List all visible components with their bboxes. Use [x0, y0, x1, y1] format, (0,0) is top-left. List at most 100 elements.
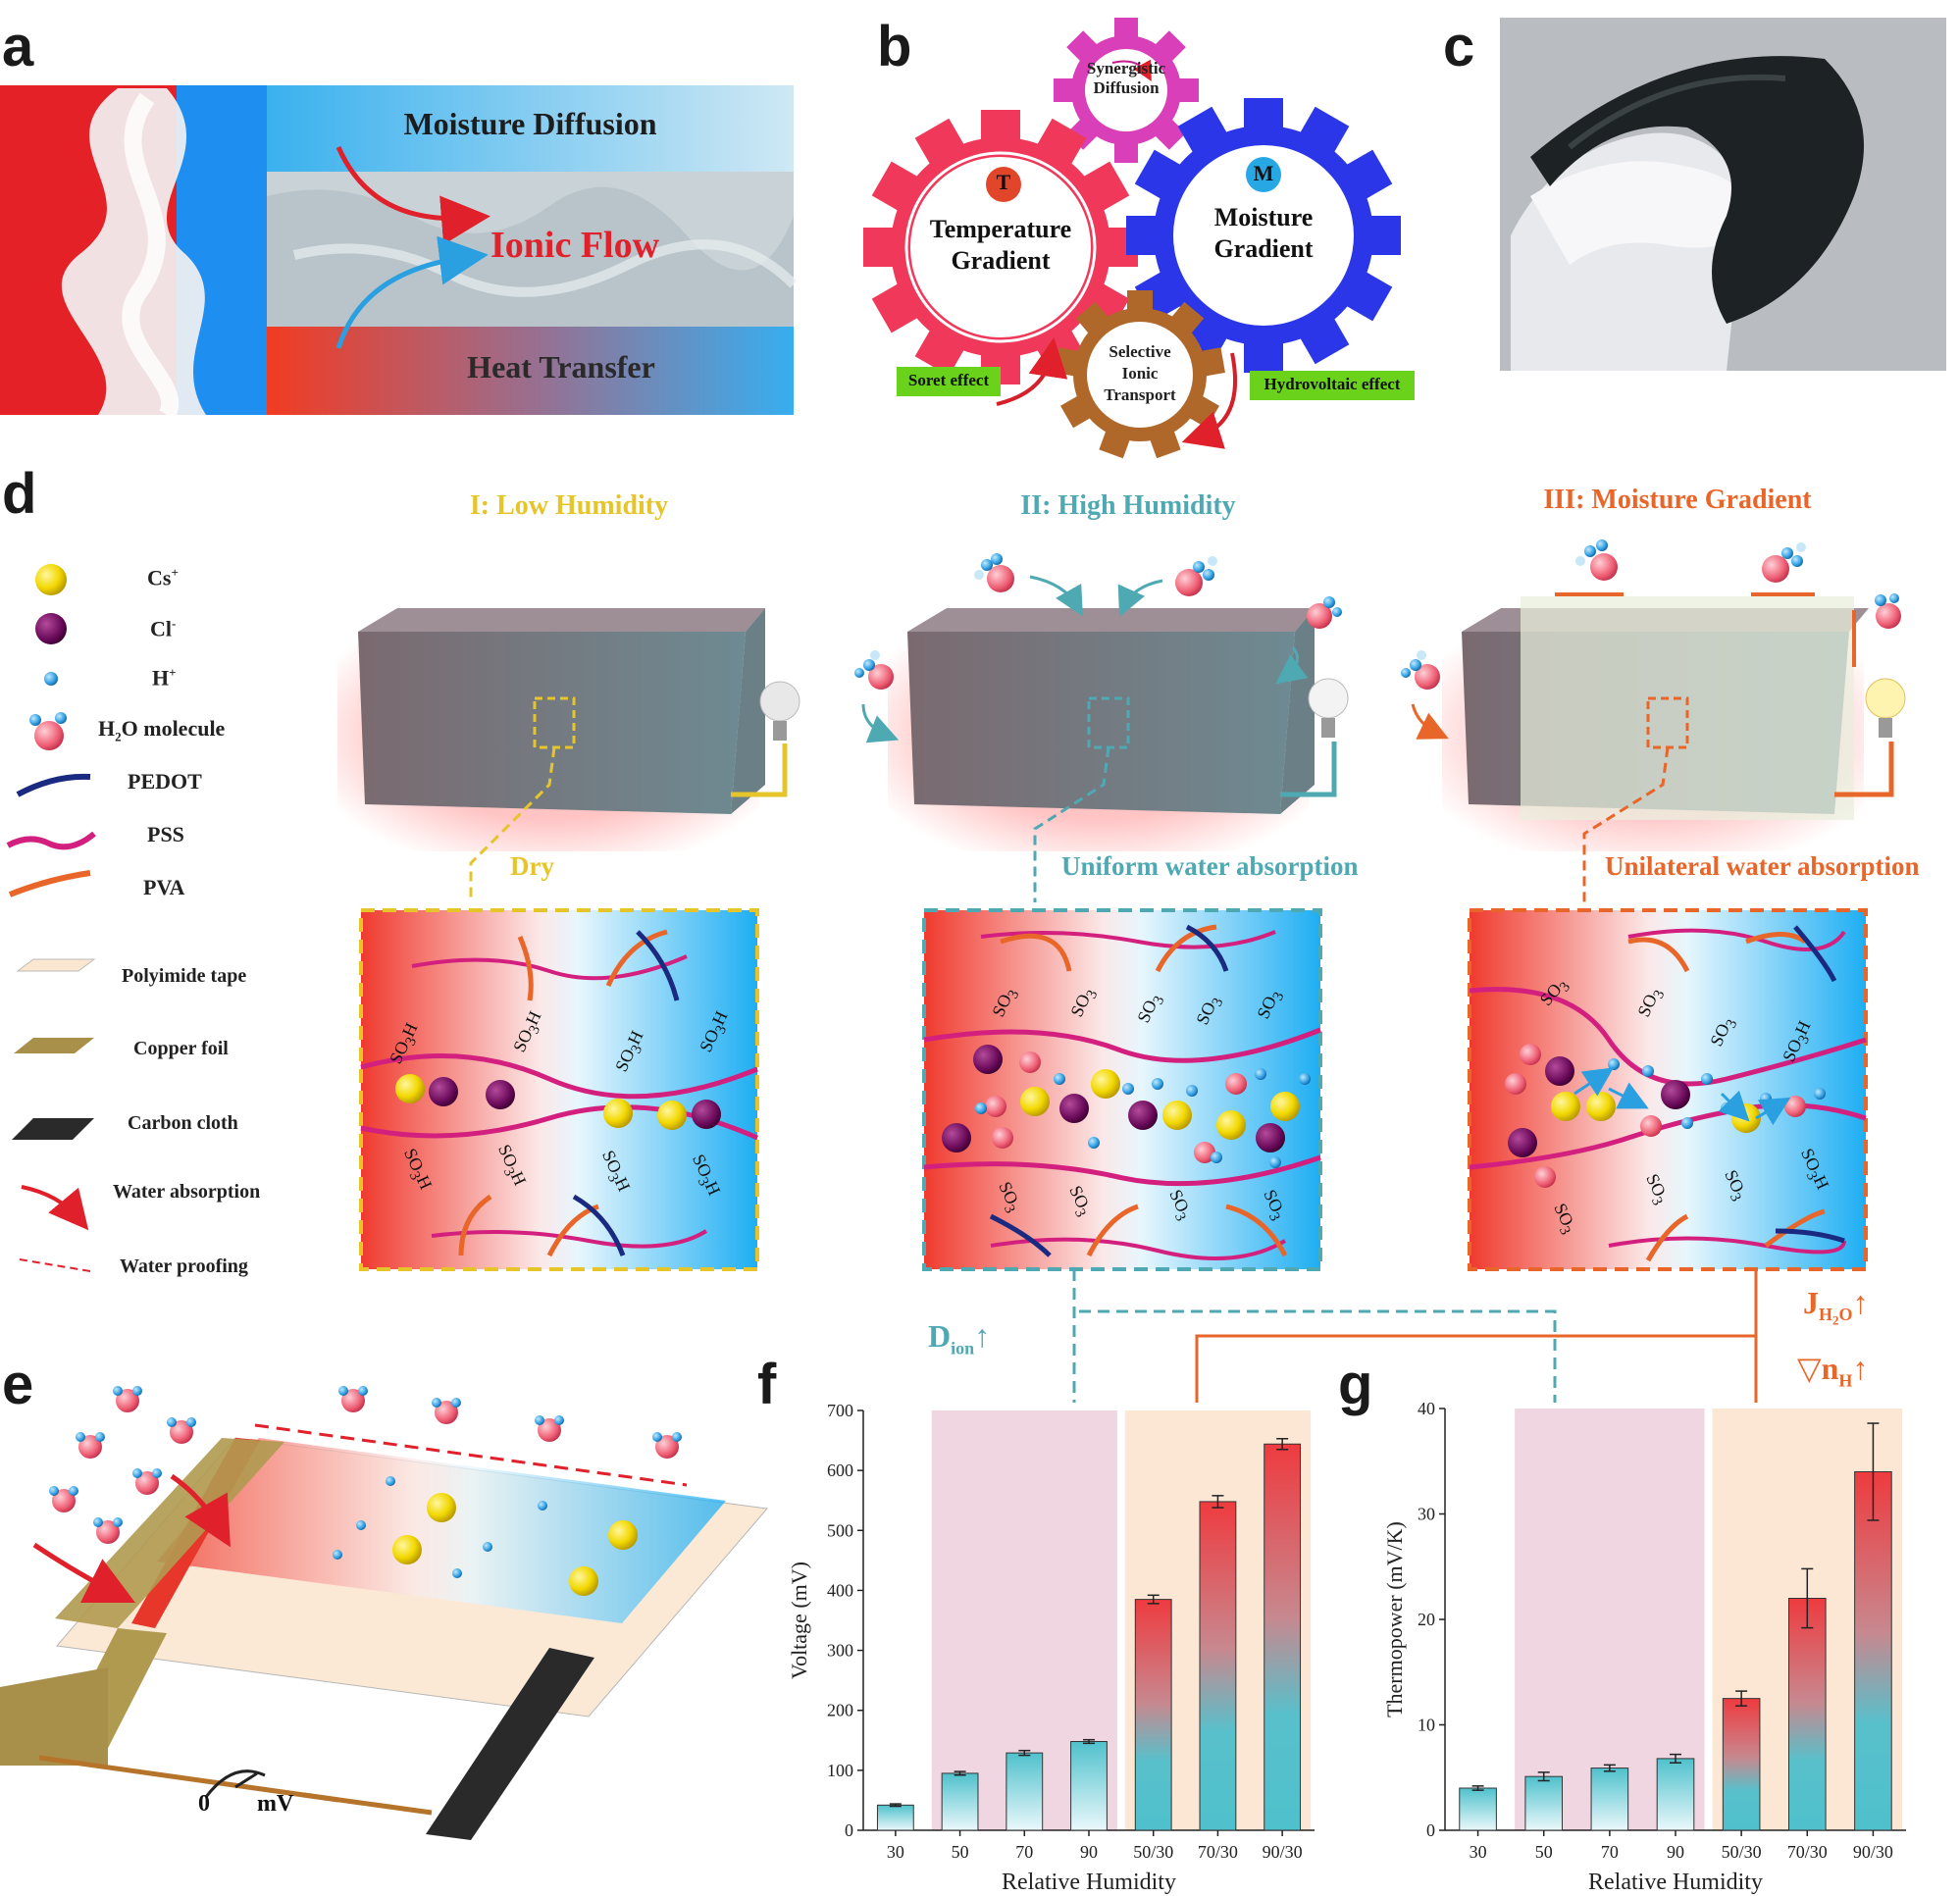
- meter-unit-label: mV: [257, 1791, 294, 1817]
- y-tick-label: 200: [827, 1701, 853, 1720]
- panel-d-block-III: [1401, 539, 1906, 902]
- bar: [941, 1772, 979, 1831]
- y-tick-label: 100: [827, 1761, 853, 1780]
- panel-d-box-I: [359, 908, 759, 1271]
- legend-pva: PVA: [143, 875, 185, 899]
- legend-cl: Cl-: [150, 616, 176, 641]
- title-high-humidity: II: High Humidity: [1020, 490, 1236, 521]
- legend-h-sup: +: [169, 665, 177, 680]
- bar: [1524, 1775, 1564, 1831]
- caption-uniform: Uniform water absorption: [1061, 851, 1359, 881]
- x-tick-label: 50/30: [1722, 1842, 1762, 1862]
- label-grad-nh: ▽nH↑: [1797, 1350, 1868, 1391]
- legend-water: H2O molecule: [98, 716, 225, 744]
- gear-temperature-line1: Temperature: [929, 215, 1072, 243]
- legend-cs-sup: +: [171, 565, 179, 580]
- legend-water-rest: O molecule: [121, 716, 226, 741]
- x-tick-label: 50: [1535, 1842, 1553, 1862]
- panel-e-graphic: [0, 1386, 768, 1840]
- gear-synergistic-line1: Synergistic: [1086, 59, 1166, 77]
- legend-water-h: H: [98, 716, 116, 741]
- panel-d-block-I: [337, 608, 800, 902]
- gear-selective-label: Selective Ionic Transport: [1081, 341, 1199, 406]
- gear-selective-line3: Transport: [1104, 385, 1176, 404]
- legend-cl-sup: -: [172, 616, 177, 631]
- label-moisture-diffusion: Moisture Diffusion: [403, 106, 657, 141]
- y-tick-label: 0: [845, 1820, 853, 1840]
- panel-label-b: b: [877, 15, 912, 78]
- bar: [1656, 1758, 1695, 1831]
- panel-b-graphic: [863, 18, 1415, 459]
- caption-dry: Dry: [510, 851, 554, 881]
- panel-d-block-II: [854, 553, 1349, 902]
- y-tick-label: 600: [827, 1460, 853, 1480]
- y-tick-label: 500: [827, 1520, 853, 1540]
- bar: [1854, 1471, 1892, 1831]
- legend-copper: Copper foil: [133, 1038, 229, 1059]
- legend-cs-base: Cs: [147, 565, 172, 590]
- gear-synergistic-label: Synergistic Diffusion: [1067, 59, 1185, 98]
- legend-h-base: H: [152, 665, 170, 691]
- panel-d-connectors: [1072, 1269, 1758, 1403]
- x-axis-label: Relative Humidity: [1002, 1870, 1176, 1895]
- tag-soret-effect: Soret effect: [907, 371, 990, 389]
- j-sub-2: 2: [1832, 1312, 1839, 1328]
- j-arrow: ↑: [1852, 1285, 1869, 1320]
- legend-water-sub: 2: [115, 729, 122, 744]
- j-base: J: [1803, 1285, 1819, 1320]
- panel-d-box-II: [922, 908, 1322, 1271]
- legend-cs: Cs+: [147, 565, 179, 590]
- label-d-ion: Dion↑: [928, 1318, 990, 1358]
- bar: [1199, 1501, 1237, 1831]
- y-axis-label: Voltage (mV): [787, 1562, 811, 1679]
- legend-cl-base: Cl: [150, 616, 172, 641]
- gear-moisture-line2: Gradient: [1213, 234, 1314, 263]
- gear-selective-line1: Selective: [1109, 342, 1171, 361]
- gear-temperature-symbol: T: [996, 170, 1011, 194]
- d-ion-base: D: [928, 1318, 952, 1354]
- j-sub-o: O: [1838, 1305, 1853, 1325]
- panel-label-a: a: [2, 15, 34, 78]
- bar: [1787, 1598, 1827, 1831]
- x-tick-label: 90/30: [1853, 1842, 1893, 1862]
- bar: [1070, 1741, 1108, 1831]
- j-sub-h: H: [1819, 1305, 1833, 1325]
- legend-water-absorption: Water absorption: [113, 1181, 261, 1203]
- x-tick-label: 90/30: [1263, 1842, 1303, 1862]
- bar: [1590, 1768, 1629, 1831]
- legend-water-proofing: Water proofing: [120, 1255, 248, 1277]
- x-tick-label: 30: [1470, 1842, 1487, 1862]
- gear-temperature-label: Temperature Gradient: [903, 214, 1099, 277]
- legend-pedot: PEDOT: [128, 769, 202, 794]
- legend-pss: PSS: [147, 822, 184, 846]
- label-j-h2o: JH2O↑: [1803, 1285, 1869, 1329]
- x-tick-label: 70: [1015, 1842, 1033, 1862]
- gear-synergistic: [1054, 18, 1199, 163]
- y-tick-label: 30: [1418, 1505, 1435, 1524]
- grad-sub: H: [1838, 1370, 1853, 1391]
- panel-label-d: d: [2, 462, 37, 526]
- y-tick-label: 10: [1418, 1716, 1435, 1735]
- panel-a-graphic: [0, 85, 798, 420]
- grad-arrow: ↑: [1852, 1351, 1869, 1386]
- x-axis-label: Relative Humidity: [1588, 1870, 1763, 1895]
- gear-moisture-line1: Moisture: [1213, 203, 1314, 231]
- legend-carbon: Carbon cloth: [128, 1112, 238, 1134]
- meter-zero-label: 0: [198, 1791, 210, 1817]
- gear-moisture-label: Moisture Gradient: [1165, 202, 1362, 265]
- y-tick-label: 300: [827, 1641, 853, 1661]
- panel-label-g: g: [1338, 1353, 1373, 1416]
- legend-h: H+: [152, 665, 177, 691]
- panel-d-box-III: [1468, 908, 1868, 1271]
- panel-c-photo: [1500, 18, 1946, 371]
- gear-moisture: [1126, 98, 1401, 373]
- label-heat-transfer: Heat Transfer: [467, 349, 655, 384]
- panel-label-c: c: [1443, 15, 1475, 78]
- title-moisture-gradient: III: Moisture Gradient: [1543, 485, 1812, 515]
- bar: [1006, 1752, 1044, 1831]
- gear-synergistic-line2: Diffusion: [1093, 78, 1160, 97]
- x-tick-label: 90: [1080, 1842, 1098, 1862]
- y-tick-label: 0: [1426, 1820, 1435, 1840]
